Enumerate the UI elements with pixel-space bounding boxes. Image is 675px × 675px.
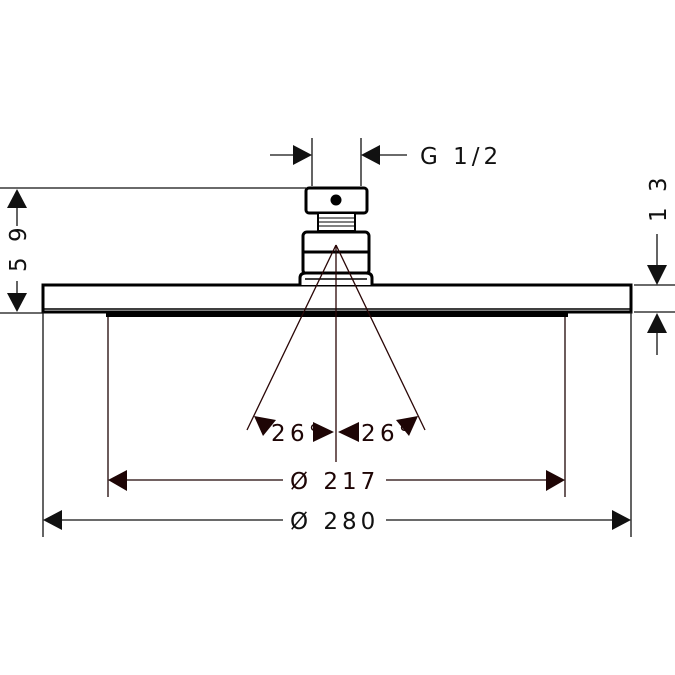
- angle-left-6: 6°: [290, 421, 324, 447]
- spray-angle-lines: [246, 244, 426, 462]
- diameter-217-dimension: [107, 317, 566, 497]
- diameter-217-label: Ø 217: [290, 469, 379, 495]
- height-59-dimension: [0, 187, 306, 314]
- g12-dimension: [270, 138, 407, 186]
- height-59-label: 5 9: [6, 223, 32, 272]
- angle-left-2: 2: [271, 421, 290, 447]
- spray-angle-arrows: [254, 416, 418, 442]
- thickness-13-dimension: [634, 234, 675, 355]
- angle-right-6: 6°: [380, 421, 414, 447]
- angle-right-2: 2: [361, 421, 380, 447]
- diameter-280-label: Ø 280: [290, 509, 379, 535]
- shower-plate: [41, 283, 633, 317]
- g12-label: G 1/2: [420, 144, 502, 170]
- connector-fitting: [298, 186, 374, 285]
- diameter-280-dimension: [42, 312, 632, 537]
- thickness-13-label: 1 3: [646, 173, 672, 222]
